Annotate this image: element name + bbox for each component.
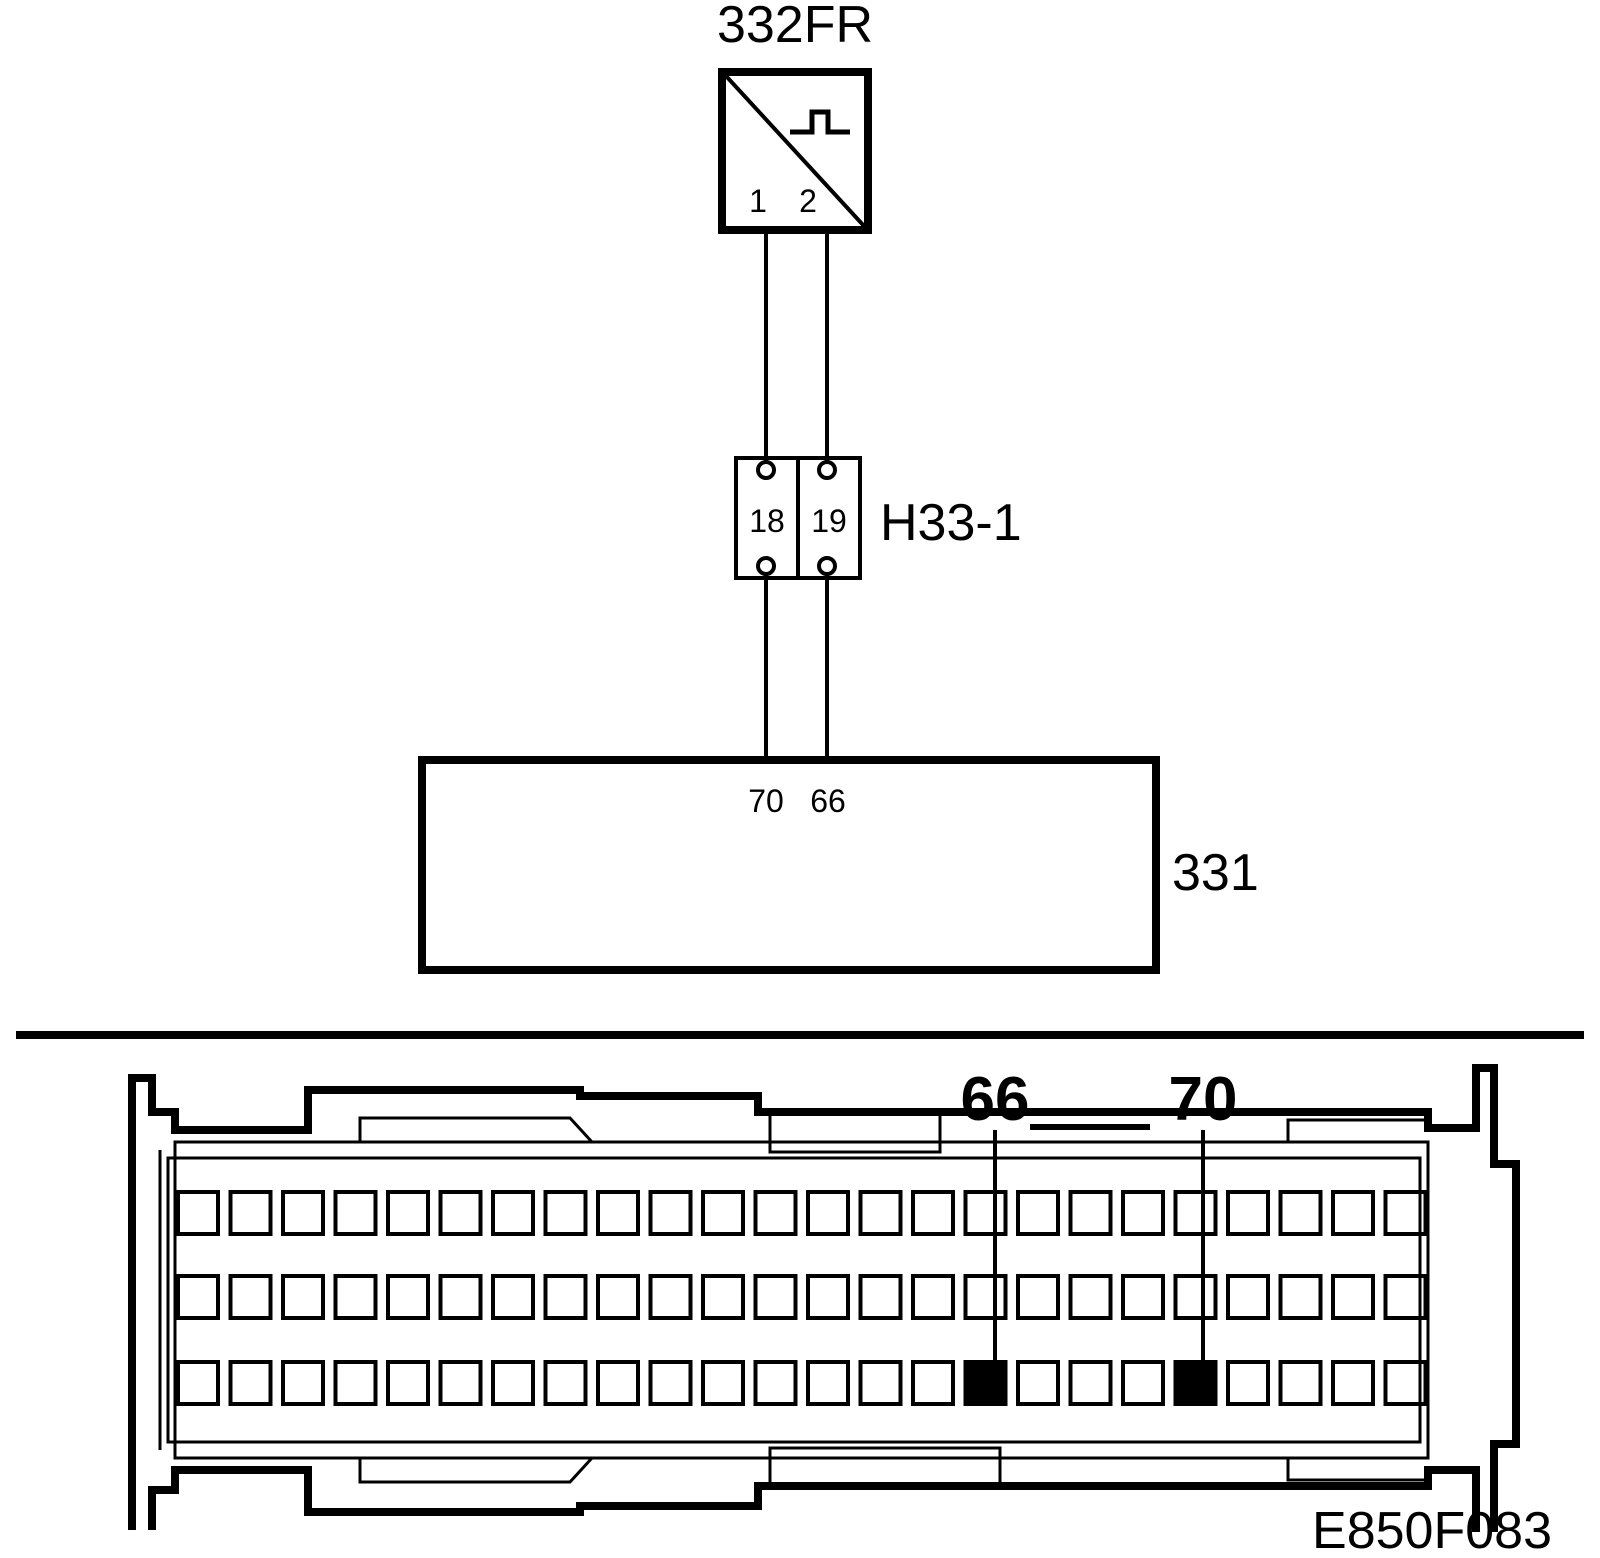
connector-pin	[1331, 1360, 1375, 1406]
junction-label: H33-1	[880, 494, 1022, 552]
connector-pin	[491, 1190, 535, 1236]
connector-pin	[1331, 1190, 1375, 1236]
connector-face	[128, 1064, 1520, 1532]
connector-pin	[1331, 1274, 1375, 1320]
connector-pin-highlighted	[1173, 1360, 1218, 1406]
connector-pin	[1173, 1190, 1218, 1236]
connector-pin	[701, 1360, 745, 1406]
connector-pin	[1278, 1190, 1323, 1236]
connector-pin	[596, 1190, 640, 1236]
connector-pin	[701, 1190, 745, 1236]
connector-pin	[228, 1274, 273, 1320]
ecu-pin-70: 70	[748, 783, 784, 819]
pulse-signal-icon	[790, 109, 850, 135]
connector-pin	[333, 1190, 378, 1236]
connector-pin	[753, 1190, 798, 1236]
connector-pin	[1016, 1190, 1060, 1236]
connector-pin	[438, 1274, 483, 1320]
connector-pin	[1278, 1274, 1323, 1320]
connector-pin	[648, 1190, 693, 1236]
connector-pin	[1383, 1360, 1428, 1406]
connector-pin	[333, 1360, 378, 1406]
sensor-label: 332FR	[717, 0, 873, 54]
connector-pin	[1173, 1274, 1218, 1320]
connector-pin	[963, 1190, 1008, 1236]
connector-pin	[1383, 1190, 1428, 1236]
ecu-box	[418, 756, 1160, 974]
connector-pin	[806, 1274, 850, 1320]
junction-connector	[734, 456, 862, 580]
connector-pin	[1068, 1274, 1113, 1320]
connector-pin	[438, 1190, 483, 1236]
connector-pin	[1383, 1274, 1428, 1320]
connector-pin	[911, 1190, 955, 1236]
connector-pin	[806, 1360, 850, 1406]
connector-pin	[753, 1274, 798, 1320]
connector-pin	[176, 1360, 220, 1406]
connector-pin	[543, 1360, 588, 1406]
connector-pin	[333, 1274, 378, 1320]
connector-pin	[386, 1360, 430, 1406]
connector-pin	[438, 1360, 483, 1406]
figure-code: E850F083	[1312, 1502, 1552, 1558]
connector-pin	[491, 1274, 535, 1320]
connector-pin-grid	[176, 1190, 1428, 1406]
callout-70: 70	[1169, 1065, 1238, 1134]
sensor-box	[718, 68, 872, 234]
connector-pin	[1068, 1360, 1113, 1406]
connector-pin	[596, 1274, 640, 1320]
connector-pin	[858, 1274, 903, 1320]
connector-pin	[648, 1360, 693, 1406]
connector-pin	[176, 1190, 220, 1236]
connector-pin	[1121, 1190, 1165, 1236]
connector-pin	[228, 1190, 273, 1236]
connector-pin	[176, 1274, 220, 1320]
connector-pin	[1016, 1360, 1060, 1406]
connector-pin	[806, 1190, 850, 1236]
connector-pin	[543, 1274, 588, 1320]
connector-pin	[228, 1360, 273, 1406]
connector-pin	[386, 1274, 430, 1320]
connector-pin	[281, 1274, 325, 1320]
connector-pin	[386, 1190, 430, 1236]
callout-66: 66	[961, 1065, 1030, 1134]
ecu-pin-66: 66	[810, 783, 846, 819]
connector-pin	[596, 1360, 640, 1406]
connector-pin	[753, 1360, 798, 1406]
connector-pin	[1121, 1360, 1165, 1406]
ecu-label: 331	[1172, 844, 1259, 902]
connector-pin	[1226, 1190, 1270, 1236]
connector-pin	[1278, 1360, 1323, 1406]
connector-pin	[281, 1360, 325, 1406]
connector-pin	[858, 1360, 903, 1406]
connector-pin	[281, 1190, 325, 1236]
connector-pin	[701, 1274, 745, 1320]
connector-pin	[911, 1274, 955, 1320]
connector-pin	[491, 1360, 535, 1406]
connector-pin	[1016, 1274, 1060, 1320]
sensor-pin-2: 2	[799, 183, 817, 219]
junction-pin-18: 18	[749, 503, 785, 539]
connector-pin	[1121, 1274, 1165, 1320]
junction-pin-19: 19	[811, 503, 847, 539]
connector-pin	[543, 1190, 588, 1236]
connector-pin	[1068, 1190, 1113, 1236]
connector-pin	[911, 1360, 955, 1406]
connector-pin-highlighted	[963, 1360, 1008, 1406]
sensor-pin-1: 1	[749, 183, 767, 219]
connector-pin	[963, 1274, 1008, 1320]
connector-pin	[648, 1274, 693, 1320]
connector-pin	[1226, 1360, 1270, 1406]
connector-pin	[1226, 1274, 1270, 1320]
connector-pin	[858, 1190, 903, 1236]
